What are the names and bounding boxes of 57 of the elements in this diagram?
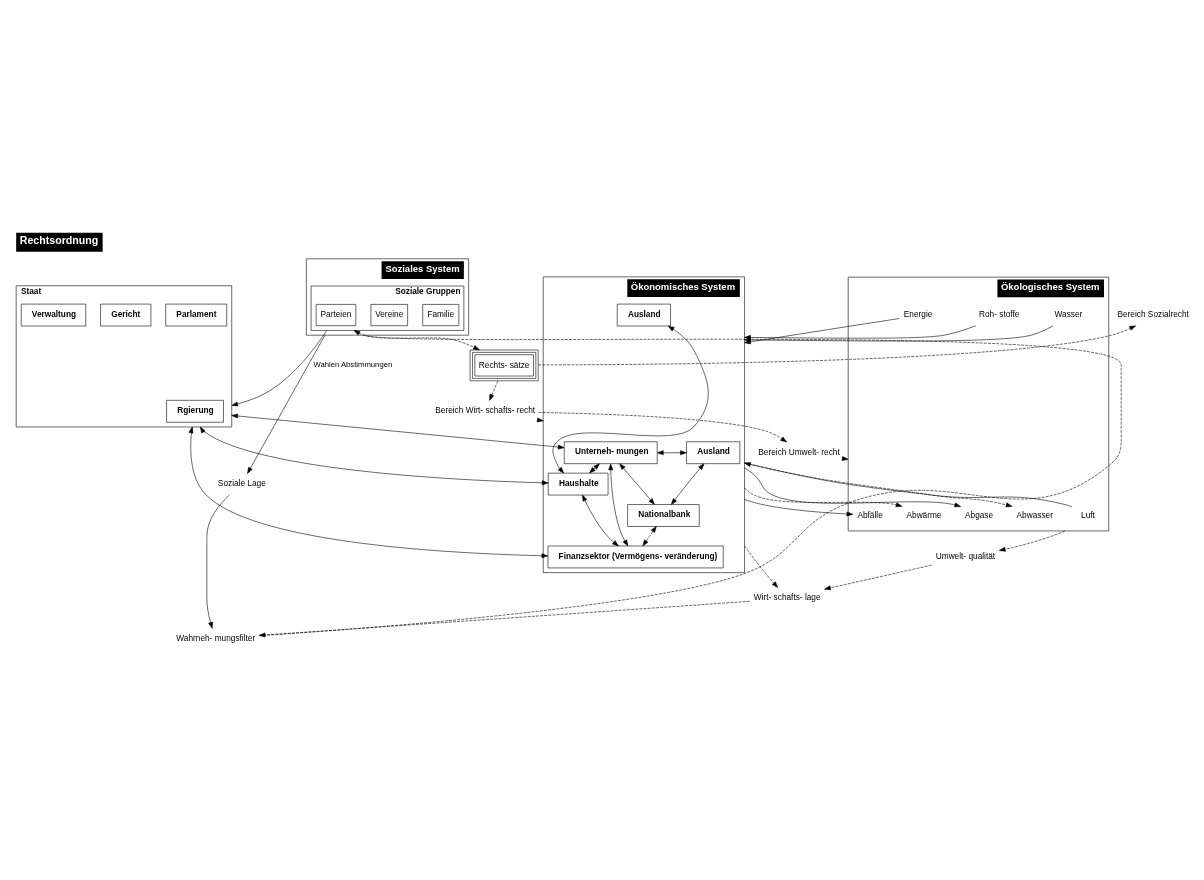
node-text: Bereich Umwelt- recht bbox=[758, 446, 840, 457]
arrow bbox=[744, 487, 903, 508]
arrow bbox=[744, 462, 1073, 508]
arrow bbox=[247, 334, 326, 474]
node-text: Energie bbox=[903, 309, 933, 320]
node-box: Ausland bbox=[616, 303, 671, 327]
arrow bbox=[258, 330, 1122, 636]
diagram-title: Rechtsordnung bbox=[19, 234, 99, 247]
node-box: Verwaltung bbox=[20, 303, 87, 327]
arrow bbox=[657, 450, 687, 456]
arrow bbox=[363, 334, 480, 351]
arrow bbox=[744, 325, 977, 340]
arrow bbox=[744, 467, 961, 508]
arrow bbox=[489, 380, 499, 401]
node-box: Haushalte bbox=[547, 472, 609, 496]
node-box: Parteien bbox=[315, 304, 357, 326]
node-text: Luft bbox=[1081, 509, 1095, 520]
arrow bbox=[671, 463, 705, 505]
node-box: Unterneh- mungen bbox=[563, 441, 658, 464]
arrow bbox=[188, 426, 549, 559]
node-box: Rgierung bbox=[166, 400, 224, 423]
arrow bbox=[537, 325, 1136, 366]
node-box: Vereine bbox=[370, 304, 408, 326]
arrow bbox=[231, 330, 328, 407]
node-text: Wirt- schafts- lage bbox=[753, 592, 821, 603]
node-box: Finanzsektor (Vermögens- veränderung) bbox=[547, 545, 724, 569]
arrow bbox=[589, 463, 600, 474]
arrow bbox=[642, 526, 657, 547]
node-text: Bereich Sozialrecht bbox=[1117, 309, 1189, 320]
arrow bbox=[744, 499, 854, 517]
node-box: Gericht bbox=[100, 303, 152, 327]
arrow bbox=[582, 494, 619, 547]
node-text: Abwasser bbox=[1016, 509, 1053, 520]
arrow bbox=[824, 564, 932, 591]
arrow bbox=[258, 601, 750, 638]
arrow bbox=[619, 463, 655, 505]
node-box: Nationalbank bbox=[627, 504, 700, 527]
arrow bbox=[608, 463, 629, 547]
node-text: Bereich Wirt- schafts- recht bbox=[435, 405, 536, 416]
arrow bbox=[200, 426, 549, 486]
node-text: Abgase bbox=[965, 509, 994, 520]
arrow bbox=[552, 325, 709, 474]
node-text: Abfälle bbox=[857, 509, 883, 520]
arrow bbox=[206, 494, 230, 629]
node-text: Soziale Lage bbox=[217, 478, 266, 489]
node-text: Umwelt- qualität bbox=[935, 551, 996, 562]
node-text: Abwärme bbox=[906, 509, 942, 520]
node-text: Wasser bbox=[1054, 309, 1083, 320]
node-text: Roh- stoffe bbox=[979, 309, 1020, 320]
arrow bbox=[744, 545, 778, 588]
arrow bbox=[231, 413, 565, 450]
node-box: Familie bbox=[422, 304, 460, 326]
node-text: Wahrneh- mungsfilter bbox=[176, 633, 256, 644]
node-box: Parlament bbox=[165, 303, 227, 327]
arrow bbox=[998, 530, 1066, 552]
node-box: Ausland bbox=[686, 441, 741, 464]
arrow bbox=[744, 462, 1013, 508]
